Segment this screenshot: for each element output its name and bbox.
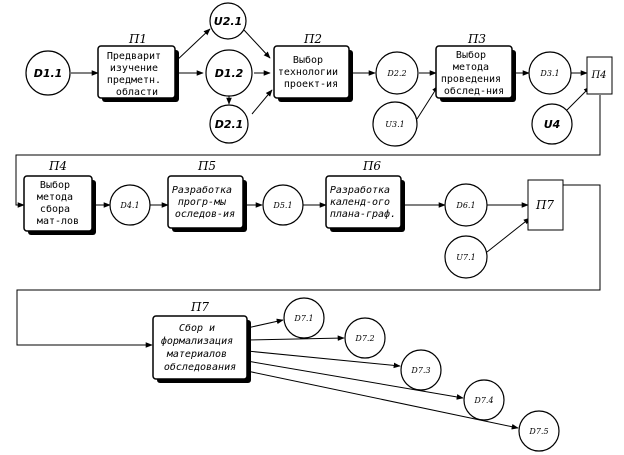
process-text: Выбор метода сбора мат-лов (37, 179, 79, 227)
process-p4[interactable]: П4 Выбор метода сбора мат-лов (23, 159, 96, 235)
process-text: Предварит изучение предметн. области (107, 51, 167, 98)
process-label: П1 (128, 32, 147, 46)
svg-text:D7.5: D7.5 (528, 427, 548, 436)
svg-text:D1.1: D1.1 (34, 67, 63, 80)
data-node-u3.1[interactable]: U3.1 (372, 101, 418, 147)
svg-text:D5.1: D5.1 (272, 201, 292, 210)
flow-p1-to-u2.1 (174, 28, 211, 63)
data-node-u2.1[interactable]: U2.1 (209, 2, 247, 40)
connector-row1-row2 (15, 95, 601, 208)
flow-p7-to-d7.3 (246, 350, 401, 369)
data-node-d7.1[interactable]: D7.1 (283, 297, 325, 339)
flow-d2.1-to-p2 (251, 89, 273, 115)
flow-p7-to-d7.5 (246, 370, 519, 430)
flow-u2.1-to-p2 (243, 29, 271, 59)
flow-u7.1-to-p7a (486, 217, 531, 253)
svg-text:D4.1: D4.1 (119, 201, 139, 210)
process-label: П6 (362, 159, 381, 173)
data-node-d7.5[interactable]: D7.5 (518, 410, 560, 452)
process-label: П3 (467, 32, 486, 46)
process-label: П7 (535, 198, 554, 212)
process-label: П5 (197, 159, 216, 173)
flow-lines (15, 28, 601, 430)
data-node-d5.1[interactable]: D5.1 (262, 184, 304, 226)
process-p3[interactable]: П3 Выбор метода проведения обслед-ния (435, 32, 516, 102)
svg-text:U3.1: U3.1 (385, 120, 404, 129)
data-node-d1.1[interactable]: D1.1 (25, 50, 71, 96)
process-text: Сбор и формализация материалов обследова… (161, 322, 239, 373)
flow-u3.1-to-p3 (416, 85, 439, 120)
flow-u4-to-p4a (566, 86, 591, 111)
process-p7[interactable]: П7 Сбор и формализация материалов обслед… (152, 300, 251, 383)
svg-text:U7.1: U7.1 (456, 253, 475, 262)
process-p2[interactable]: П2 Выбор технологии проект-ия (273, 32, 353, 102)
svg-text:U4: U4 (544, 118, 561, 131)
process-label: П4 (48, 159, 67, 173)
process-p7-external[interactable]: П7 (527, 179, 564, 231)
connector-row2-row3 (16, 184, 601, 348)
data-node-d7.2[interactable]: D7.2 (344, 317, 386, 359)
data-node-d7.3[interactable]: D7.3 (400, 349, 442, 391)
svg-text:D6.1: D6.1 (455, 201, 475, 210)
data-node-d1.2[interactable]: D1.2 (205, 49, 253, 97)
svg-text:U2.1: U2.1 (214, 15, 242, 28)
data-node-u4[interactable]: U4 (531, 103, 573, 145)
process-text: Выбор метода проведения обслед-ния (441, 49, 507, 97)
svg-text:D7.3: D7.3 (410, 366, 430, 375)
data-node-u7.1[interactable]: U7.1 (444, 235, 488, 279)
flow-p7-to-d7.2 (246, 335, 345, 341)
svg-text:D7.2: D7.2 (354, 334, 374, 343)
svg-text:D7.4: D7.4 (473, 396, 493, 405)
process-label: П7 (190, 300, 209, 314)
process-text: Выбор технологии проект-ия (278, 54, 344, 90)
process-p5[interactable]: П5 Разработка прогр-мы оследов-ия (167, 159, 247, 232)
process-label: П2 (303, 32, 322, 46)
process-text: Разработка прогр-мы оследов-ия (172, 184, 238, 220)
svg-text:D2.1: D2.1 (215, 118, 244, 131)
flow-p7-to-d7.4 (246, 360, 464, 400)
svg-text:D2.2: D2.2 (386, 69, 406, 78)
data-node-d2.1[interactable]: D2.1 (209, 104, 249, 144)
process-p4-external[interactable]: П4 (586, 56, 613, 95)
flow-p7-to-d7.1 (246, 318, 284, 329)
data-node-d2.2[interactable]: D2.2 (375, 51, 419, 95)
data-node-d3.1[interactable]: D3.1 (528, 51, 572, 95)
svg-text:D7.1: D7.1 (293, 314, 313, 323)
data-node-d7.4[interactable]: D7.4 (463, 379, 505, 421)
process-text: Разработка календ-ого плана-граф. (330, 184, 396, 220)
data-node-d4.1[interactable]: D4.1 (109, 184, 151, 226)
svg-text:D1.2: D1.2 (215, 67, 244, 80)
svg-text:D3.1: D3.1 (539, 69, 559, 78)
data-node-d6.1[interactable]: D6.1 (444, 183, 488, 227)
process-p6[interactable]: П6 Разработка календ-ого плана-граф. (325, 159, 405, 232)
process-label: П4 (590, 70, 606, 81)
process-p1[interactable]: П1 Предварит изучение предметн. области (97, 32, 179, 102)
